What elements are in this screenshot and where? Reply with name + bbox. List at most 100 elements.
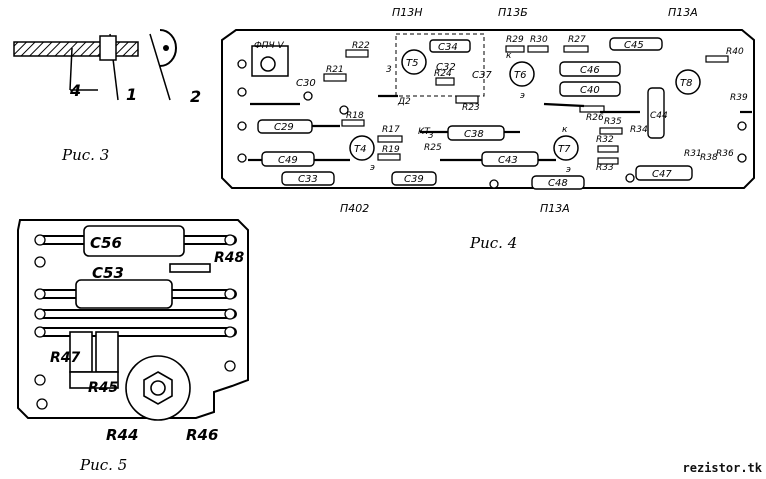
pad <box>237 87 247 97</box>
figure-4: П13Н П13Б П13А П402 П13А ФПЧ V Т5 Т6 Т8 … <box>221 6 755 252</box>
r27-label: R27 <box>568 35 586 45</box>
fig4-top-label-1: П13Н <box>392 6 423 19</box>
res-r48-fig5 <box>169 263 211 273</box>
pads <box>237 59 747 189</box>
r44-label: R44 <box>106 426 138 444</box>
cap-c56 <box>83 225 185 257</box>
semicircle-contact <box>159 29 177 67</box>
pad <box>34 234 46 246</box>
fpch-label: ФПЧ V <box>254 41 285 51</box>
d2-label: Д2 <box>397 97 411 107</box>
c37-label: С37 <box>472 70 492 81</box>
cap-c44 <box>647 87 665 139</box>
watermark: rezistor.tk <box>682 461 762 475</box>
res-r21 <box>323 73 347 82</box>
chip-knob <box>260 56 276 72</box>
cap-c34 <box>429 39 471 53</box>
fig4-top-label-3: П13А <box>668 6 698 19</box>
pad <box>339 105 349 115</box>
r36-label: R36 <box>716 149 734 159</box>
t6-label: Т6 <box>514 70 526 81</box>
pin-e-c: э <box>566 165 571 175</box>
c53-label: С53 <box>92 264 124 282</box>
fig4-bottom-label-2: П13А <box>540 202 570 215</box>
pad <box>34 326 46 338</box>
c34-label: С34 <box>438 42 458 53</box>
c47-label: С47 <box>652 169 672 180</box>
r17-label: R17 <box>382 125 400 135</box>
resistors <box>323 45 729 165</box>
pad <box>737 153 747 163</box>
c49-label: С49 <box>278 155 298 166</box>
c43-label: С43 <box>498 155 518 166</box>
pin-3-a: 3 <box>386 65 392 75</box>
r38-label: R38 <box>700 153 718 163</box>
transistor-t6 <box>509 61 535 87</box>
pad <box>34 256 46 268</box>
fig5-pads <box>34 234 236 410</box>
traces <box>248 94 752 162</box>
res-r29 <box>505 45 525 53</box>
res-r24 <box>435 77 455 86</box>
c48-label: С48 <box>548 178 568 189</box>
res-r35 <box>599 127 623 135</box>
pad <box>489 179 499 189</box>
cap-c39 <box>391 171 437 186</box>
fig3-label-4: 4 <box>69 81 81 100</box>
res-r30 <box>527 45 549 53</box>
fig5-labels: С56 С53 R48 R47 R45 R44 R46 <box>50 234 245 444</box>
t7-label: Т7 <box>558 144 571 155</box>
pad <box>237 59 247 69</box>
cap-c48-bottom <box>531 175 585 190</box>
lever-4 <box>69 47 73 91</box>
res-r18 <box>341 119 365 127</box>
figure-3: 4 1 2 Рис. 3 <box>13 29 201 164</box>
pad <box>36 398 48 410</box>
res-r40 <box>705 55 729 63</box>
r22-label: R22 <box>352 41 370 51</box>
r26-label: R26 <box>586 113 604 123</box>
pin-k-a: к <box>506 51 512 61</box>
r32-label: R32 <box>596 135 614 145</box>
contact-dot <box>163 45 169 51</box>
pad <box>625 173 635 183</box>
c46-label: С46 <box>580 65 600 76</box>
fig5-components <box>69 225 211 421</box>
transistors: Т5 Т6 Т8 Т4 Т7 <box>349 49 701 161</box>
r24-label: R24 <box>434 69 452 79</box>
c33-label: С33 <box>298 174 318 185</box>
pad <box>224 308 236 320</box>
trimmer-body <box>69 371 119 389</box>
pad <box>303 91 313 101</box>
fig3-caption: Рис. 3 <box>61 146 109 164</box>
pad <box>224 326 236 338</box>
dashed-module <box>395 33 485 97</box>
pad <box>237 121 247 131</box>
figure-5: С56 С53 R48 R47 R45 R44 R46 Рис. 5 <box>17 219 249 474</box>
board-outline-fig5 <box>17 219 249 419</box>
t8-label: Т8 <box>680 78 692 89</box>
c45-label: С45 <box>624 40 644 51</box>
res-r33 <box>597 157 619 165</box>
res-r22 <box>345 49 369 58</box>
cap-c33 <box>281 171 335 186</box>
c40-label: С40 <box>580 85 600 96</box>
transistor-t5 <box>401 49 427 75</box>
fig3-label-1: 1 <box>126 85 137 104</box>
cap-c45 <box>609 37 663 51</box>
pad <box>34 288 46 300</box>
res-r27 <box>563 45 589 53</box>
res-r19 <box>377 153 401 161</box>
c56-label: С56 <box>90 234 122 252</box>
r46-label: R46 <box>186 426 218 444</box>
cap-c40 <box>559 81 621 97</box>
r33-label: R33 <box>596 163 614 173</box>
transistor-t4 <box>349 135 375 161</box>
fig3-label-2: 2 <box>190 87 201 106</box>
fig4-bottom-label-1: П402 <box>340 202 369 215</box>
r39-label: R39 <box>730 93 748 103</box>
cap-c47 <box>635 165 693 181</box>
fig4-top-label-2: П13Б <box>498 6 528 19</box>
pin-k-b: к <box>562 125 568 135</box>
